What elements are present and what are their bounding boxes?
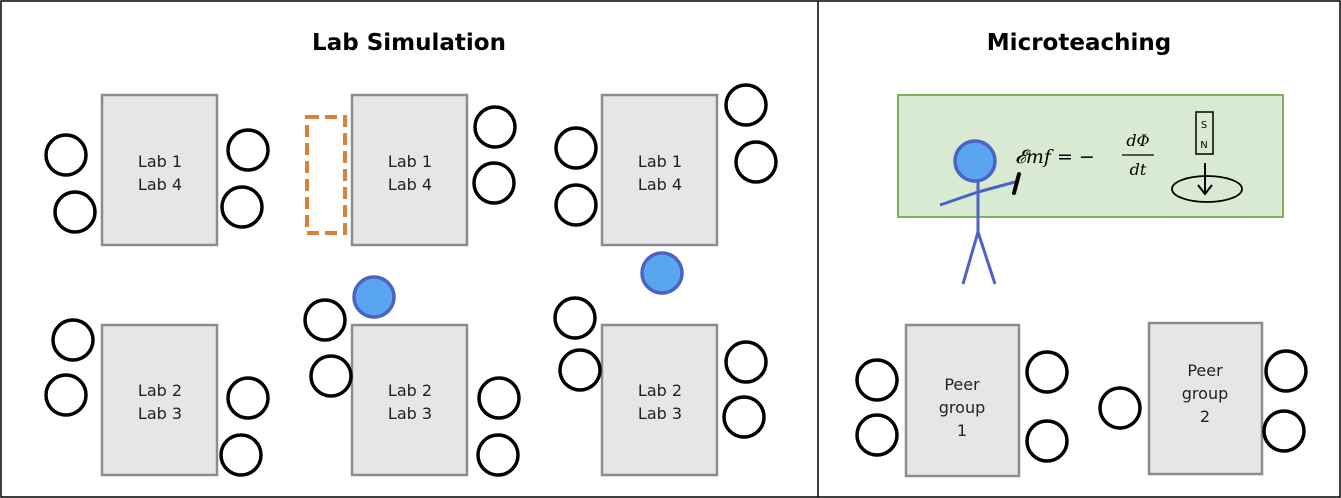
lab-table-label: Lab 2 (138, 381, 182, 400)
microteaching-title: Microteaching (987, 30, 1171, 56)
coil-loop (1171, 175, 1243, 203)
student-seat (473, 105, 517, 149)
peer-group-table: Peer group 1 (904, 323, 1021, 478)
student-seat (855, 358, 899, 402)
student-seat (1025, 350, 1069, 394)
student-seat (51, 318, 95, 362)
student-seat (724, 83, 768, 127)
lab-table-surface (100, 93, 219, 247)
equation-denominator: dt (1130, 160, 1147, 179)
lab-table-label: Lab 4 (138, 175, 182, 194)
student-seat (226, 128, 270, 172)
student-seat (477, 376, 521, 420)
lab-table-surface (350, 93, 469, 247)
student-seat (553, 296, 597, 340)
student-seat (722, 395, 766, 439)
lab-table-label: Lab 1 (388, 152, 432, 171)
magnet-coil-icon: S N (1171, 111, 1243, 203)
teacher-leg-right (976, 231, 997, 285)
student-seat (855, 413, 899, 457)
peer-table-label: 1 (957, 421, 967, 440)
peer-table-label: group (939, 398, 985, 417)
lab-table: Lab 1 Lab 4 (600, 93, 719, 247)
student-seat (44, 133, 88, 177)
microteaching-panel: Microteaching 𝓔mf = − dΦ dt S N (855, 30, 1308, 478)
equation-numerator: dΦ (1126, 131, 1149, 150)
student-seat (1098, 386, 1142, 430)
peer-group-table: Peer group 2 (1147, 321, 1264, 476)
lab-table-label: Lab 3 (138, 404, 182, 423)
lab-table: Lab 2 Lab 3 (100, 323, 219, 477)
teacher-arm-right (977, 180, 1016, 194)
peer-table-label: 2 (1200, 407, 1210, 426)
student-seat (309, 354, 353, 398)
lab-table-label: Lab 4 (388, 175, 432, 194)
student-seat (476, 433, 520, 477)
lab-table-surface (600, 323, 719, 477)
student-seat (226, 376, 270, 420)
lab-table-surface (600, 93, 719, 247)
teacher-stick-figure (939, 139, 1016, 285)
student-seat (724, 340, 768, 384)
student-seat (1264, 349, 1308, 393)
teacher-leg-left (961, 231, 980, 285)
student-seat (44, 373, 88, 417)
lab-simulation-title: Lab Simulation (312, 30, 506, 56)
student-seat (554, 183, 598, 227)
lab-table: Lab 1 Lab 4 (350, 93, 469, 247)
magnet (1195, 111, 1214, 155)
teacher-arm-left (939, 190, 979, 207)
student-seat (1262, 409, 1306, 453)
lab-table-label: Lab 3 (388, 404, 432, 423)
lab-simulation-panel: Lab Simulation Lab 1 Lab 4 Lab 1 Lab 4 L… (44, 30, 778, 477)
teacher-head (953, 139, 997, 183)
lab-table-label: Lab 1 (138, 152, 182, 171)
student-seat (554, 126, 598, 170)
student-seat (1025, 419, 1069, 463)
equation-lhs: 𝓔mf = − (1015, 146, 1095, 168)
arrow-down-icon (1197, 184, 1213, 196)
magnet-pole-s: S (1201, 120, 1207, 131)
lab-table-label: Lab 2 (388, 381, 432, 400)
lab-table-label: Lab 4 (638, 175, 682, 194)
student-seat (472, 161, 516, 205)
student-seat (220, 185, 264, 229)
magnet-pole-n: N (1200, 140, 1207, 151)
peer-table-label: Peer (1187, 361, 1223, 380)
lab-table-surface (100, 323, 219, 477)
lab-table: Lab 1 Lab 4 (100, 93, 219, 247)
student-seat (219, 433, 263, 477)
peer-table-label: Peer (944, 375, 980, 394)
lab-table: Lab 2 Lab 3 (350, 323, 469, 477)
lab-table-label: Lab 3 (638, 404, 682, 423)
chalk-icon (1012, 172, 1021, 195)
lab-table: Lab 2 Lab 3 (600, 323, 719, 477)
emf-equation: 𝓔mf = − dΦ dt (1015, 131, 1154, 179)
student-seat (558, 348, 602, 392)
peer-table-surface (904, 323, 1021, 478)
student-seat (303, 298, 347, 342)
lab-table-label: Lab 1 (638, 152, 682, 171)
student-seat (53, 190, 97, 234)
empty-table-outline (305, 115, 347, 235)
instructor-marker (352, 275, 396, 319)
peer-table-label: group (1182, 384, 1228, 403)
student-seat (734, 140, 778, 184)
lab-table-label: Lab 2 (638, 381, 682, 400)
lab-table-surface (350, 323, 469, 477)
instructor-marker (640, 251, 684, 295)
peer-table-surface (1147, 321, 1264, 476)
